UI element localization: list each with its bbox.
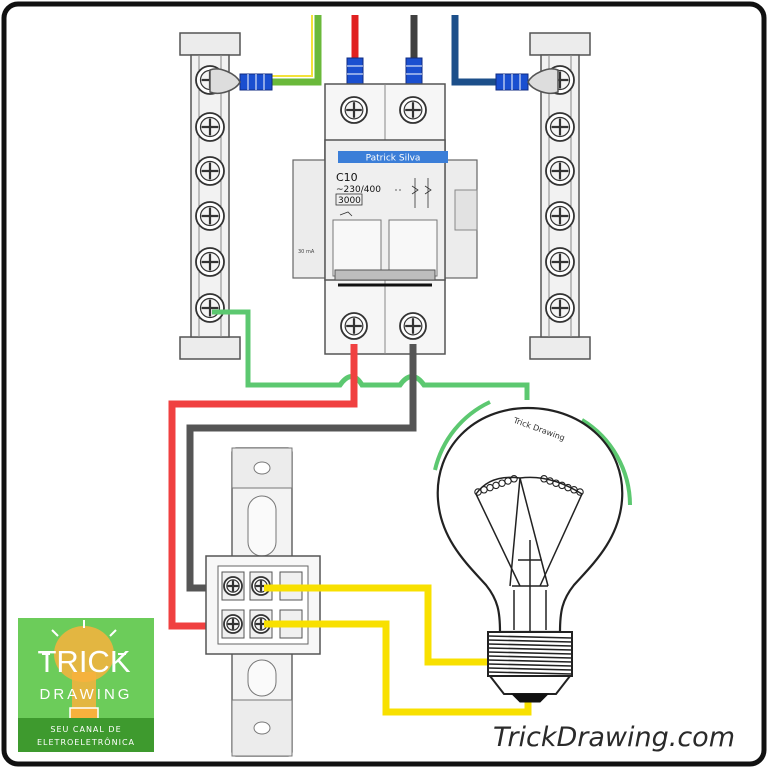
trick-drawing-logo: TRICK DRAWING SEU CANAL DE ELETROELETRÔN… (18, 618, 154, 752)
svg-text:30 mA: 30 mA (298, 249, 315, 255)
screw-terminal-icon (545, 293, 575, 323)
screw-terminal-icon (195, 112, 225, 142)
switched-wire-2 (264, 620, 532, 716)
ferrule-neutral (495, 68, 559, 94)
website-text: TrickDrawing.com (493, 722, 735, 753)
screw-terminal-icon (223, 614, 243, 634)
logo-line-2: DRAWING (40, 686, 133, 703)
screw-terminal-icon (223, 576, 243, 596)
screw-terminal-icon (399, 96, 427, 124)
ferrule-phase-2 (405, 57, 423, 85)
neutral-wire (186, 344, 417, 592)
ferrule-phase-1 (346, 57, 364, 85)
phase-wire (168, 344, 358, 630)
logo-band (18, 718, 154, 752)
screw-terminal-icon (545, 156, 575, 186)
screw-terminal-icon (195, 247, 225, 277)
screw-terminal-icon (340, 312, 368, 340)
breaker-label-strip (338, 151, 448, 163)
screw-terminal-icon (195, 293, 225, 323)
logo-bulb-icon (42, 620, 126, 721)
switched-wire-1 (264, 584, 488, 666)
screw-terminal-icon (399, 312, 427, 340)
ferrule-ground (209, 68, 273, 94)
breaker-schematic-symbol (395, 178, 432, 208)
switch-module (205, 447, 321, 757)
screw-terminal-icon (545, 112, 575, 142)
logo-tagline-1: SEU CANAL DE (50, 725, 121, 734)
ground-wire (212, 309, 530, 400)
incoming-ground-wire (272, 15, 322, 86)
breaker-label: Patrick Silva (366, 154, 421, 164)
circuit-breaker: 30 mA Patrick Silva C10 ~230/400 3000 (292, 83, 478, 355)
screw-terminal-icon (195, 156, 225, 186)
screw-terminal-icon (545, 201, 575, 231)
logo-line-1: TRICK (38, 644, 131, 679)
neutral-terminal-bar (529, 32, 591, 360)
screw-terminal-icon (195, 201, 225, 231)
breaker-rating: C10 (336, 171, 358, 184)
incoming-neutral-wire (451, 15, 500, 86)
breaker-voltage: ~230/400 (336, 185, 381, 195)
screw-terminal-icon (340, 96, 368, 124)
screw-terminal-icon (545, 247, 575, 277)
breaker-capacity: 3000 (338, 196, 361, 206)
light-bulb-icon: Trick Drawing (433, 400, 632, 703)
logo-tagline-2: ELETROELETRÔNICA (37, 736, 135, 747)
